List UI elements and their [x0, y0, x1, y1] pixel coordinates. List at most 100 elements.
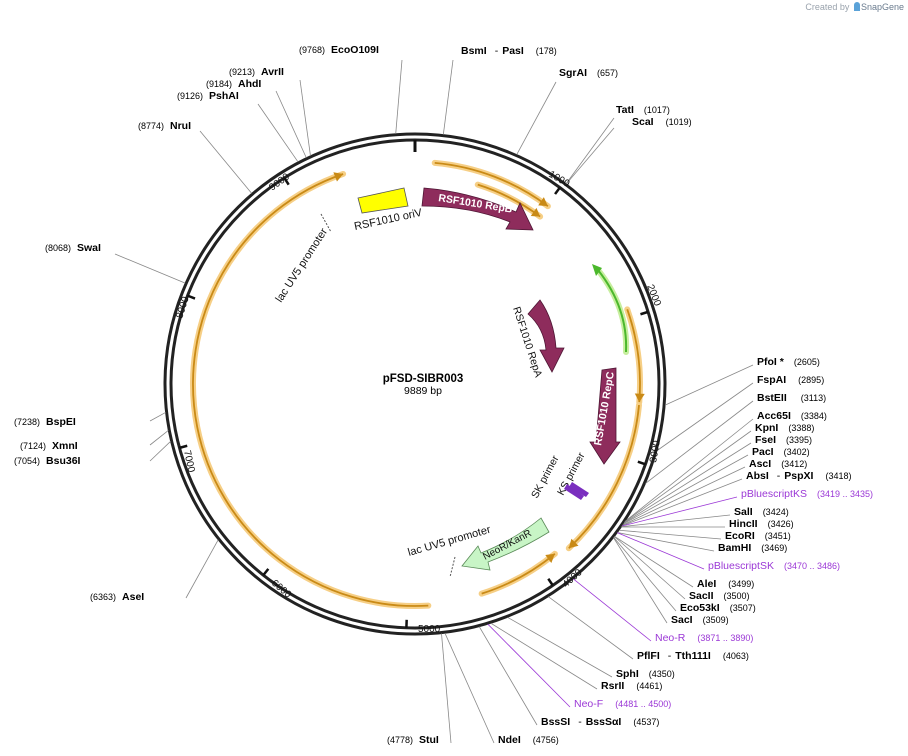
leader-27 [617, 532, 715, 552]
leader-8 [199, 130, 252, 194]
leader-16 [645, 400, 754, 484]
leader-6 [275, 90, 307, 158]
svg-text:EcoRI(3451): EcoRI(3451) [725, 530, 791, 542]
leader-31 [613, 537, 677, 612]
svg-text:SalI(3424): SalI(3424) [734, 506, 789, 518]
neor-arrow [461, 517, 550, 571]
tick-label-3000: 3000 [648, 439, 663, 463]
feature-rsf1010-oriv[interactable]: RSF1010 oriV [353, 187, 424, 233]
primer-arrow-1 [564, 484, 584, 500]
svg-text:Acc65I(3384): Acc65I(3384) [757, 410, 827, 422]
plasmid-length: 9889 bp [404, 385, 442, 397]
svg-text:FspAI(2895): FspAI(2895) [757, 374, 824, 386]
svg-text:Neo-F(4481 .. 4500): Neo-F(4481 .. 4500) [574, 698, 671, 710]
snapgene-credit: Created by SnapGene [805, 2, 904, 12]
leader-20 [623, 454, 749, 525]
svg-text:KpnI(3388): KpnI(3388) [755, 422, 814, 434]
backbone-outer-ring [163, 132, 667, 636]
feature-green-arrow [592, 264, 630, 355]
leader-35 [507, 616, 613, 678]
feature-rsf1010-repa[interactable]: RSF1010 RepA [510, 299, 565, 379]
leader-19 [623, 442, 752, 524]
svg-text:(7054)Bsu36I: (7054)Bsu36I [14, 455, 81, 467]
svg-text:(7238)BspEI: (7238)BspEI [14, 416, 76, 428]
orf-arcs [190, 159, 645, 609]
orf-arrowhead-2 [634, 393, 645, 403]
orf-arrowhead-5 [333, 172, 344, 182]
primer-arrow-2 [569, 482, 589, 497]
leader-5 [299, 79, 311, 156]
feature-rsf1010-repb[interactable]: RSF1010 RepB [421, 187, 534, 231]
svg-text:PacI(3402): PacI(3402) [752, 446, 810, 458]
svg-text:HincII(3426): HincII(3426) [729, 518, 794, 530]
leader-14 [664, 364, 754, 406]
feature-primers[interactable]: SK primer KS primer [529, 450, 589, 500]
scale-ticks [179, 140, 649, 628]
orf-arrowhead-1 [530, 207, 541, 217]
leader-29 [614, 536, 694, 588]
leader-24 [621, 514, 731, 528]
repa-arrow [527, 299, 565, 373]
svg-text:PflFI-Tth111I(4063): PflFI-Tth111I(4063) [637, 650, 749, 662]
site-leader-lines [114, 59, 754, 744]
leader-11 [149, 430, 169, 446]
leader-32 [613, 537, 668, 624]
svg-text:pBluescriptSK(3470 .. 3486): pBluescriptSK(3470 .. 3486) [708, 560, 840, 572]
leader-39 [444, 633, 495, 744]
tick-4000 [547, 578, 554, 587]
leader-33 [572, 578, 652, 642]
tick-label-8000: 8000 [174, 295, 191, 320]
svg-text:(9126)PshAI: (9126)PshAI [177, 90, 239, 102]
leader-18 [624, 430, 752, 523]
leader-13 [185, 539, 219, 599]
feature-lac-uv5-promoter-1[interactable]: lac UV5 promoter [273, 213, 332, 305]
leader-2 [516, 81, 557, 155]
tick-9000 [283, 177, 290, 186]
svg-text:(6363)AseI: (6363)AseI [90, 591, 144, 603]
svg-text:BssSI-BssSαI(4537): BssSI-BssSαI(4537) [541, 716, 659, 728]
tick-1000 [554, 186, 561, 195]
leader-10 [149, 412, 166, 422]
svg-text:SacII(3500): SacII(3500) [689, 590, 750, 602]
leader-40 [441, 633, 452, 744]
svg-text:NdeI(4756): NdeI(4756) [498, 734, 559, 746]
svg-text:pBluescriptKS(3419 .. 3435): pBluescriptKS(3419 .. 3435) [741, 488, 873, 500]
snapgene-logo-icon [853, 2, 860, 11]
tick-2000 [640, 310, 649, 316]
feature-neor-kanr[interactable]: NeoR/KanR [461, 517, 550, 571]
svg-text:AscI(3412): AscI(3412) [749, 458, 807, 470]
svg-text:(9768)EcoO109I: (9768)EcoO109I [299, 44, 379, 56]
orf-arc-3 [568, 405, 640, 549]
leader-26 [618, 529, 722, 540]
svg-text:(4778)StuI: (4778)StuI [387, 734, 439, 746]
promoter-1-label: lac UV5 promoter [273, 226, 330, 305]
leader-1 [442, 59, 454, 135]
svg-text:(8068)SwaI: (8068)SwaI [45, 242, 101, 254]
site-labels: (9768)EcoO109I BsmI-PasI(178) SgrAI(657)… [14, 44, 873, 746]
leader-36 [490, 622, 598, 690]
svg-text:(9213)AvrII: (9213)AvrII [229, 66, 284, 78]
leader-4 [566, 127, 615, 185]
svg-text:TatI(1017): TatI(1017) [616, 104, 670, 116]
leader-21 [622, 466, 746, 526]
orf-arrowhead-4 [545, 553, 555, 563]
leader-0 [395, 59, 403, 134]
tick-8000 [187, 294, 196, 300]
leader-3 [565, 117, 615, 184]
svg-text:BamHI(3469): BamHI(3469) [718, 542, 787, 554]
svg-text:Neo-R(3871 .. 3890): Neo-R(3871 .. 3890) [655, 632, 753, 644]
leader-17 [624, 418, 754, 522]
svg-text:RsrII(4461): RsrII(4461) [601, 680, 662, 692]
leader-38 [478, 626, 538, 726]
oriv-box [357, 187, 409, 214]
orf-arc-0 [434, 161, 549, 207]
repb-arrow [421, 187, 534, 231]
svg-text:FseI(3395): FseI(3395) [755, 434, 812, 446]
svg-text:PfoI *(2605): PfoI *(2605) [757, 356, 820, 368]
leader-30 [614, 536, 686, 600]
svg-text:(9184)AhdI: (9184)AhdI [206, 78, 261, 90]
feature-rsf1010-repc[interactable]: RSF1010 RepC [589, 367, 621, 465]
leader-22 [621, 478, 743, 527]
leader-37 [487, 623, 571, 708]
